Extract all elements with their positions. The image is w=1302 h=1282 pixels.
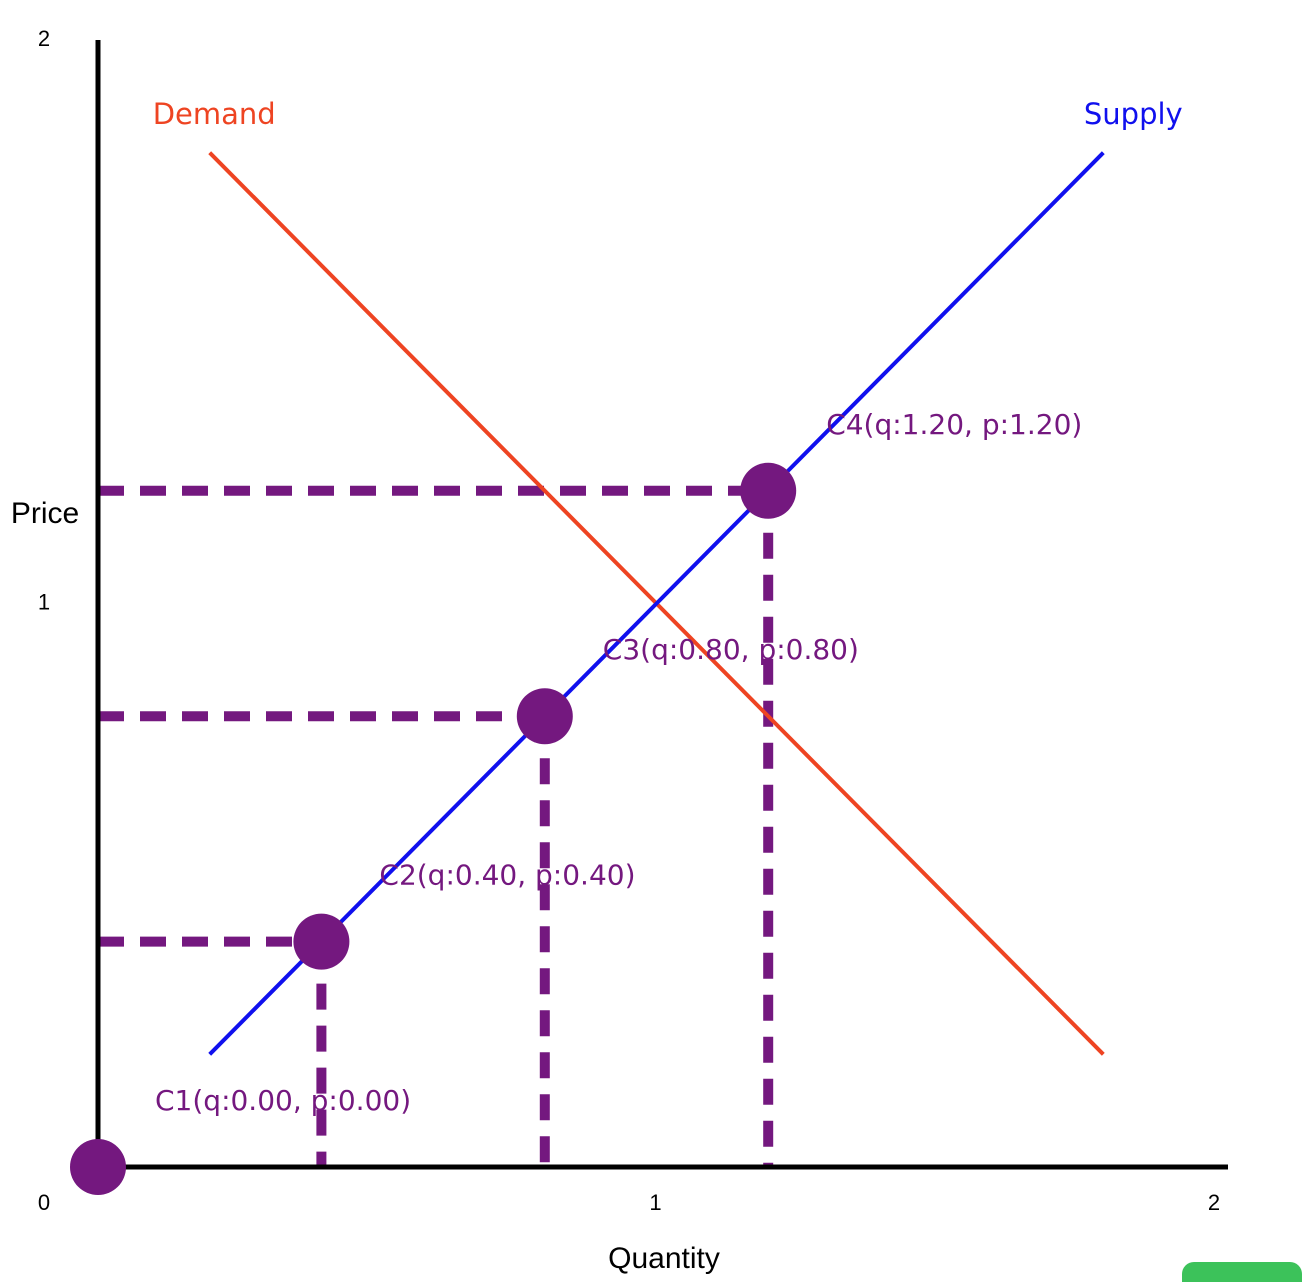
series-lines xyxy=(208,151,1105,1056)
point-c1 xyxy=(70,1139,126,1195)
y-tick-label: 2 xyxy=(38,26,50,51)
point-c3 xyxy=(516,688,573,745)
x-tick-label: 0 xyxy=(38,1190,50,1215)
point-label-c3: C3(q:0.80, p:0.80) xyxy=(603,633,859,666)
axes xyxy=(95,40,1228,1170)
demand-label: Demand xyxy=(153,97,276,131)
point-c4 xyxy=(740,462,797,519)
supply-label: Supply xyxy=(1084,97,1183,131)
x-tick-label: 2 xyxy=(1208,1190,1220,1215)
points xyxy=(70,462,797,1195)
point-label-c4: C4(q:1.20, p:1.20) xyxy=(826,408,1082,441)
action-button[interactable] xyxy=(1182,1262,1302,1282)
x-tick-label: 1 xyxy=(649,1190,661,1215)
guide-lines xyxy=(98,485,774,1167)
y-axis-title: Price xyxy=(11,497,79,530)
point-c2 xyxy=(293,913,350,970)
supply-line xyxy=(208,151,1105,1056)
point-label-c1: C1(q:0.00, p:0.00) xyxy=(155,1084,411,1117)
point-label-c2: C2(q:0.40, p:0.40) xyxy=(379,859,635,892)
x-axis-title: Quantity xyxy=(608,1242,720,1275)
y-tick-label: 1 xyxy=(38,590,50,615)
